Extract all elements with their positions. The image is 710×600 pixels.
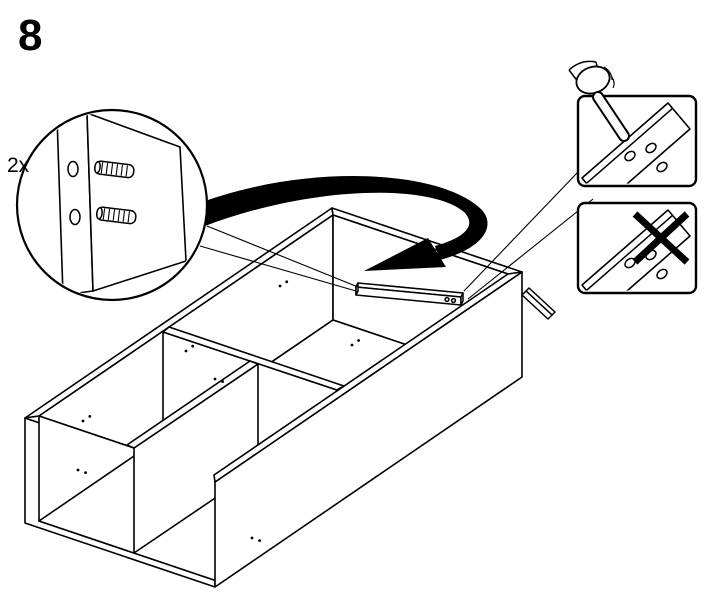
screw-hole: [656, 161, 668, 173]
rail-hole: [444, 296, 450, 303]
pilot-hole-dots: [76, 280, 360, 542]
correct-method-box: [568, 60, 698, 188]
dowel-hole: [69, 208, 81, 226]
rail-hole: [450, 297, 457, 304]
dowel-pin-icon: [96, 206, 137, 225]
panel-edge-with-holes-icon: [56, 112, 187, 296]
screw-hole: [656, 268, 668, 280]
panel-with-holes-icon: [581, 102, 691, 184]
storage-frame: [24, 207, 523, 588]
pointing-hand-icon: [568, 60, 630, 142]
callout-leader-lines: [463, 171, 594, 300]
screw-hole: [624, 150, 636, 162]
curved-placement-arrow-icon: [192, 176, 488, 271]
dowel-pin-icon: [94, 160, 135, 179]
step-number: 8: [18, 11, 42, 60]
incorrect-method-box: [576, 201, 698, 295]
dowel-hole: [67, 160, 79, 178]
rail-end-piece: [521, 287, 556, 320]
support-rail: [355, 282, 464, 306]
front-side-panel: [213, 271, 523, 588]
magnifier-leader-lines: [199, 225, 359, 292]
screw-hole: [645, 142, 657, 154]
magnifier-circle: [15, 108, 209, 302]
x-mark-icon: [632, 211, 690, 265]
quantity-label: 2x: [7, 154, 30, 177]
